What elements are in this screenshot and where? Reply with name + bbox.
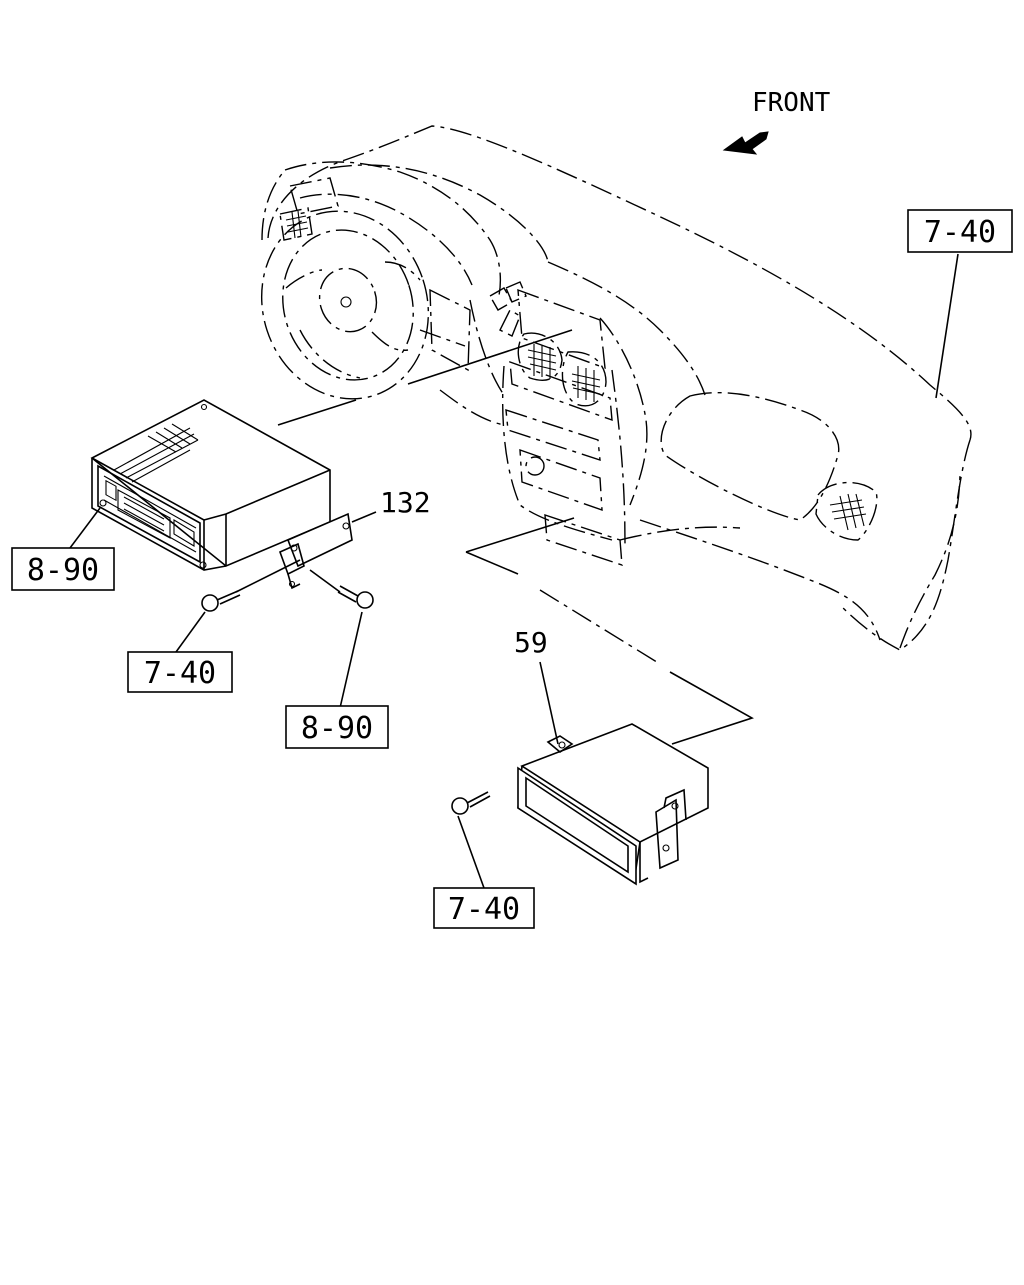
- storage-pocket: [517, 723, 709, 886]
- screw-left-axis: [235, 559, 301, 593]
- pocket-screw-leader: [457, 815, 485, 889]
- radio-location-leader-upper: [407, 329, 573, 385]
- pocket-location-leader-lower: [465, 551, 519, 575]
- radio-leader: [69, 507, 101, 549]
- radio-unit: [90, 399, 331, 571]
- screw-right-leader: [339, 611, 363, 709]
- callout-dash[interactable]: 7-40: [907, 209, 1013, 253]
- pocket-location-arrow: [669, 671, 754, 745]
- instrument-panel: [260, 125, 972, 651]
- bracket-part-number: 132: [380, 486, 431, 519]
- dash-leader: [935, 253, 959, 399]
- pocket-leader: [539, 661, 559, 745]
- front-arrow-icon: [722, 131, 769, 155]
- screw-right-axis: [309, 569, 341, 593]
- callout-screw-right[interactable]: 8-90: [285, 705, 389, 749]
- callout-pocket-screw-text: 7-40: [448, 892, 520, 927]
- callout-screw-left[interactable]: 7-40: [127, 651, 233, 693]
- callout-pocket-screw[interactable]: 7-40: [433, 887, 535, 929]
- pocket-screw: [451, 791, 491, 815]
- mounting-bracket: [278, 512, 353, 590]
- callout-screw-left-text: 7-40: [144, 656, 216, 691]
- screw-right: [337, 585, 374, 609]
- pocket-location-dash: [539, 589, 661, 665]
- callout-radio-text: 8-90: [27, 553, 99, 588]
- callout-dash-text: 7-40: [924, 215, 996, 250]
- callout-radio[interactable]: 8-90: [11, 547, 115, 591]
- pocket-part-number: 59: [514, 626, 548, 659]
- front-label: FRONT: [752, 88, 831, 118]
- bracket-leader: [351, 511, 377, 523]
- radio-location-leader: [277, 399, 357, 426]
- pocket-location-leader: [465, 517, 575, 553]
- callout-screw-right-text: 8-90: [301, 711, 373, 746]
- screw-left-leader: [175, 611, 206, 653]
- screw-left: [201, 590, 241, 612]
